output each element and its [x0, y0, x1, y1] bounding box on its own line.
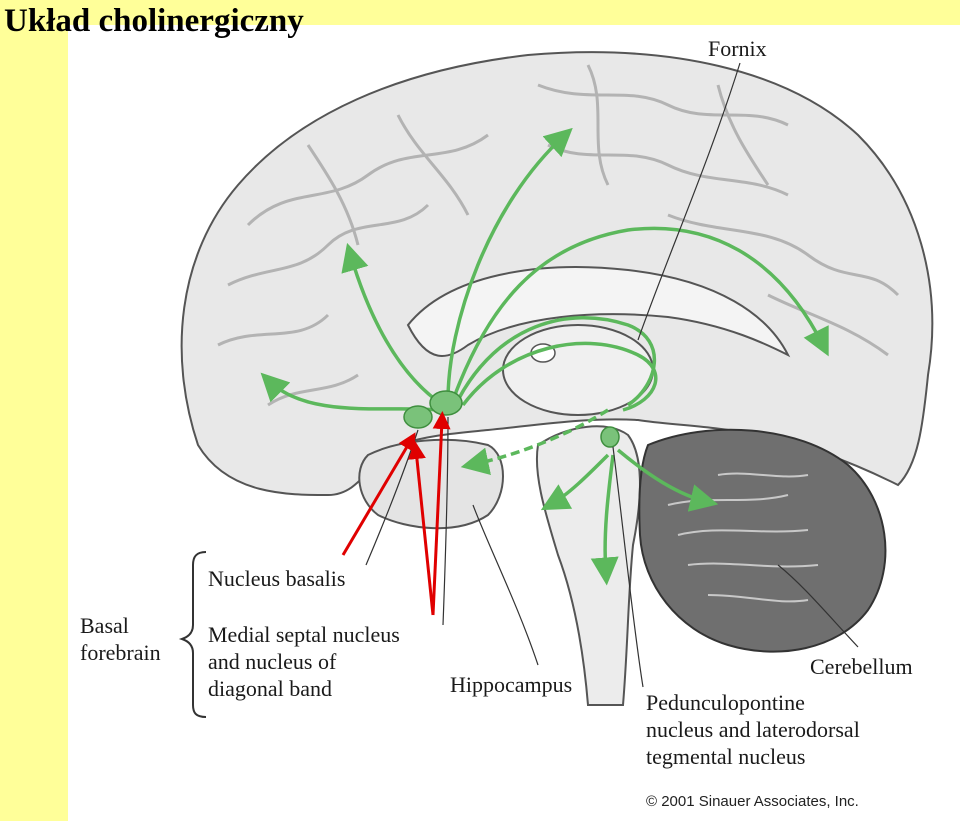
medial-septal-text: Medial septal nucleus and nucleus of dia…	[208, 622, 400, 701]
cerebellum-label: Cerebellum	[810, 654, 913, 679]
temporal-lobe	[358, 438, 504, 530]
corpus-callosum	[406, 266, 791, 358]
basal-forebrain-label: Basal forebrain	[80, 612, 161, 666]
brain-figure: Fornix Nucleus basalis Basal forebrain M…	[68, 25, 960, 821]
pedunculopontine-dot	[600, 426, 620, 448]
nucleus-basalis-dot	[403, 405, 433, 429]
hippocampus-label: Hippocampus	[450, 672, 573, 697]
medial-septal-dot	[429, 390, 463, 416]
copyright-notice: © 2001 Sinauer Associates, Inc.	[646, 793, 859, 810]
cholinergic-pathways	[260, 127, 829, 586]
nucleus-basalis-label: Nucleus basalis	[208, 566, 346, 591]
pedunculopontine-label: Pedunculopontine nucleus and laterodorsa…	[646, 689, 860, 770]
basal-forebrain-text: Basal forebrain	[80, 613, 161, 665]
basal-forebrain-brace	[178, 551, 207, 718]
red-pointers	[341, 411, 451, 616]
arbor-vitae	[667, 472, 819, 603]
gyri-texture	[217, 64, 900, 407]
slide-title: Układ cholinergiczny	[4, 3, 304, 39]
medial-septal-label: Medial septal nucleus and nucleus of dia…	[208, 621, 400, 702]
brain-illustration	[178, 51, 934, 718]
fornix-label: Fornix	[708, 36, 767, 61]
brainstem	[535, 425, 641, 706]
pedunculopontine-text: Pedunculopontine nucleus and laterodorsa…	[646, 690, 860, 769]
